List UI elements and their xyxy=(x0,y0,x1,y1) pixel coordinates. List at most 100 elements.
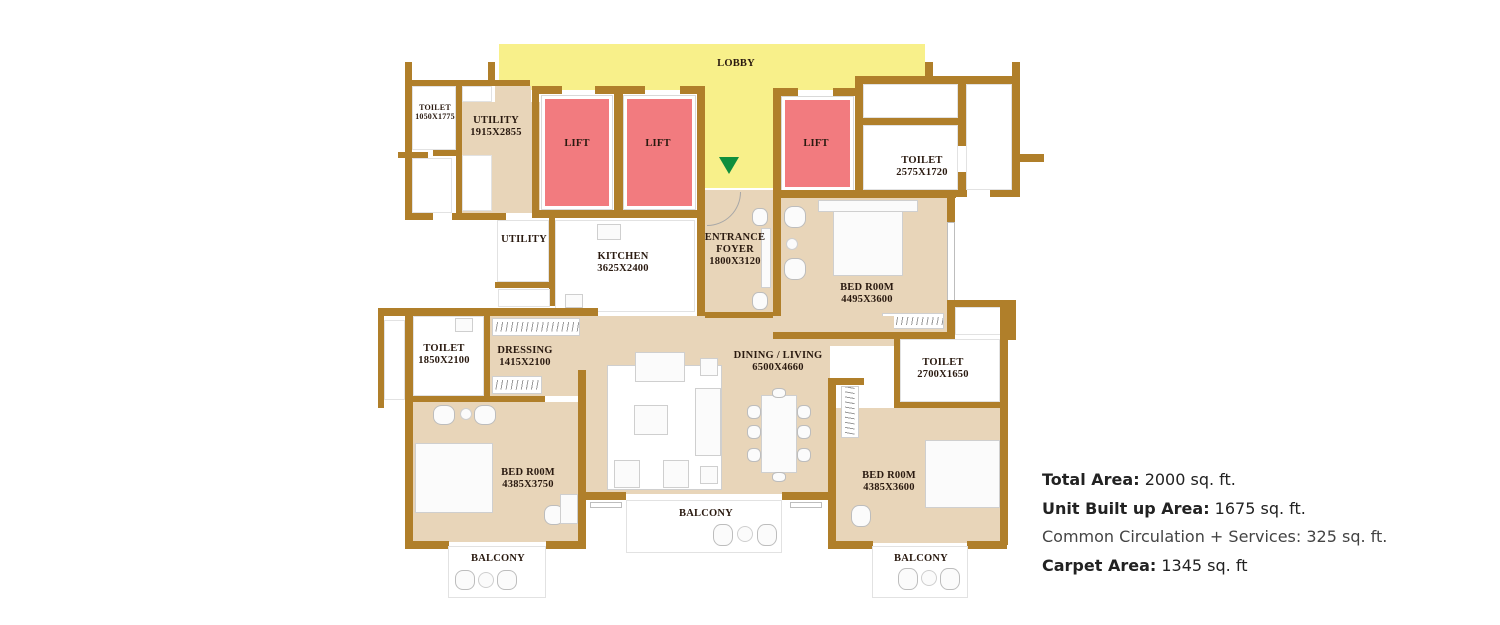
wall xyxy=(833,88,863,96)
wall xyxy=(549,216,555,306)
lift-1-label: LIFT xyxy=(564,138,590,149)
balcony-table xyxy=(737,526,753,542)
sofa-right xyxy=(695,388,721,456)
wall xyxy=(697,216,705,320)
dining-chair xyxy=(772,388,786,398)
wall xyxy=(855,118,966,125)
wardrobe-top-right xyxy=(882,313,944,329)
dressing-label: DRESSING 1415X2100 xyxy=(497,345,553,368)
wardrobe-right xyxy=(841,386,859,438)
wall xyxy=(967,541,1007,549)
entrance-foyer-label: ENTRANCE FOYER 1800X3120 xyxy=(704,232,766,267)
balcony-table xyxy=(921,570,937,586)
balcony-table xyxy=(478,572,494,588)
entry-arrow-icon xyxy=(719,157,739,174)
sofa-top xyxy=(635,352,685,382)
wall xyxy=(947,300,1015,307)
wall xyxy=(1012,154,1044,162)
window-bottom-right xyxy=(790,502,822,508)
lift-2 xyxy=(623,95,696,210)
wardrobe-service xyxy=(462,86,492,102)
utility-washer xyxy=(462,155,492,211)
wall xyxy=(958,76,966,146)
wall xyxy=(1000,300,1008,545)
area-row-total: Total Area: 2000 sq. ft. xyxy=(1042,470,1236,489)
wall xyxy=(1008,300,1016,340)
wall xyxy=(894,402,1004,408)
wall xyxy=(947,190,967,197)
balcony-center xyxy=(626,500,782,553)
wall xyxy=(405,213,433,220)
foyer-seat xyxy=(752,208,768,226)
armchair-living xyxy=(663,460,689,488)
balcony-chair xyxy=(497,570,517,590)
armchair xyxy=(784,206,806,228)
wall xyxy=(378,308,384,408)
wall xyxy=(405,80,530,86)
dining-living-floor-top xyxy=(598,316,894,346)
window xyxy=(947,222,955,302)
dining-chair xyxy=(797,425,811,439)
desk-left xyxy=(560,494,578,524)
lobby-area xyxy=(499,44,925,90)
wall xyxy=(828,378,864,385)
side-table xyxy=(460,408,472,420)
balcony-chair xyxy=(940,568,960,590)
toilet-left-basin xyxy=(455,318,473,332)
desk-chair xyxy=(851,505,871,527)
utility-floor-top xyxy=(495,86,531,106)
wall xyxy=(782,492,828,500)
utility-small-label: UTILITY xyxy=(501,234,547,245)
shaft-right xyxy=(966,84,1012,190)
foyer-console xyxy=(761,228,771,288)
lobby-label: LOBBY xyxy=(717,58,755,69)
wall xyxy=(405,308,413,548)
wall xyxy=(405,541,449,549)
wall xyxy=(378,308,598,316)
toilet-top-right-floor xyxy=(863,125,958,190)
wall xyxy=(546,541,586,549)
kitchen-hob xyxy=(597,224,621,240)
wall xyxy=(773,88,781,338)
wall xyxy=(947,300,955,340)
armchair xyxy=(474,405,496,425)
toilet-left-label: TOILET 1850X2100 xyxy=(418,343,470,366)
balcony-left-label: BALCONY xyxy=(471,553,525,564)
balcony-chair xyxy=(455,570,475,590)
kitchen-label: KITCHEN 3625X2400 xyxy=(597,251,649,274)
dining-table xyxy=(761,395,797,473)
coffee-table xyxy=(634,405,668,435)
bed-top-right xyxy=(833,210,903,276)
armchair-living xyxy=(614,460,640,488)
side-table xyxy=(700,466,718,484)
service-room-floor xyxy=(412,158,452,213)
wall xyxy=(781,190,956,198)
headboard-top-right xyxy=(818,200,918,212)
wall xyxy=(405,62,412,220)
foyer-seat xyxy=(752,292,768,310)
armchair xyxy=(433,405,455,425)
balcony-center-label: BALCONY xyxy=(679,508,733,519)
area-summary: Total Area: 2000 sq. ft. Unit Built up A… xyxy=(1042,466,1387,580)
wall xyxy=(773,88,798,96)
utility-small-floor xyxy=(497,220,549,282)
wall xyxy=(495,282,555,288)
balcony-chair xyxy=(757,524,777,546)
wall xyxy=(975,76,1020,84)
wall xyxy=(433,150,458,156)
store-top-right xyxy=(863,84,958,118)
dining-chair xyxy=(747,425,761,439)
wall xyxy=(586,492,626,500)
side-table xyxy=(786,238,798,250)
wall xyxy=(532,210,705,218)
wall xyxy=(773,332,953,339)
wall xyxy=(398,152,428,158)
area-row-common: Common Circulation + Services: 325 sq. f… xyxy=(1042,527,1388,546)
wall xyxy=(855,76,975,84)
toilet-service-label: TOILET 1050X1775 xyxy=(415,103,455,121)
wall xyxy=(614,86,623,216)
dining-chair xyxy=(797,448,811,462)
kitchen-sink xyxy=(565,294,583,308)
wall xyxy=(488,62,495,86)
dining-chair xyxy=(747,405,761,419)
